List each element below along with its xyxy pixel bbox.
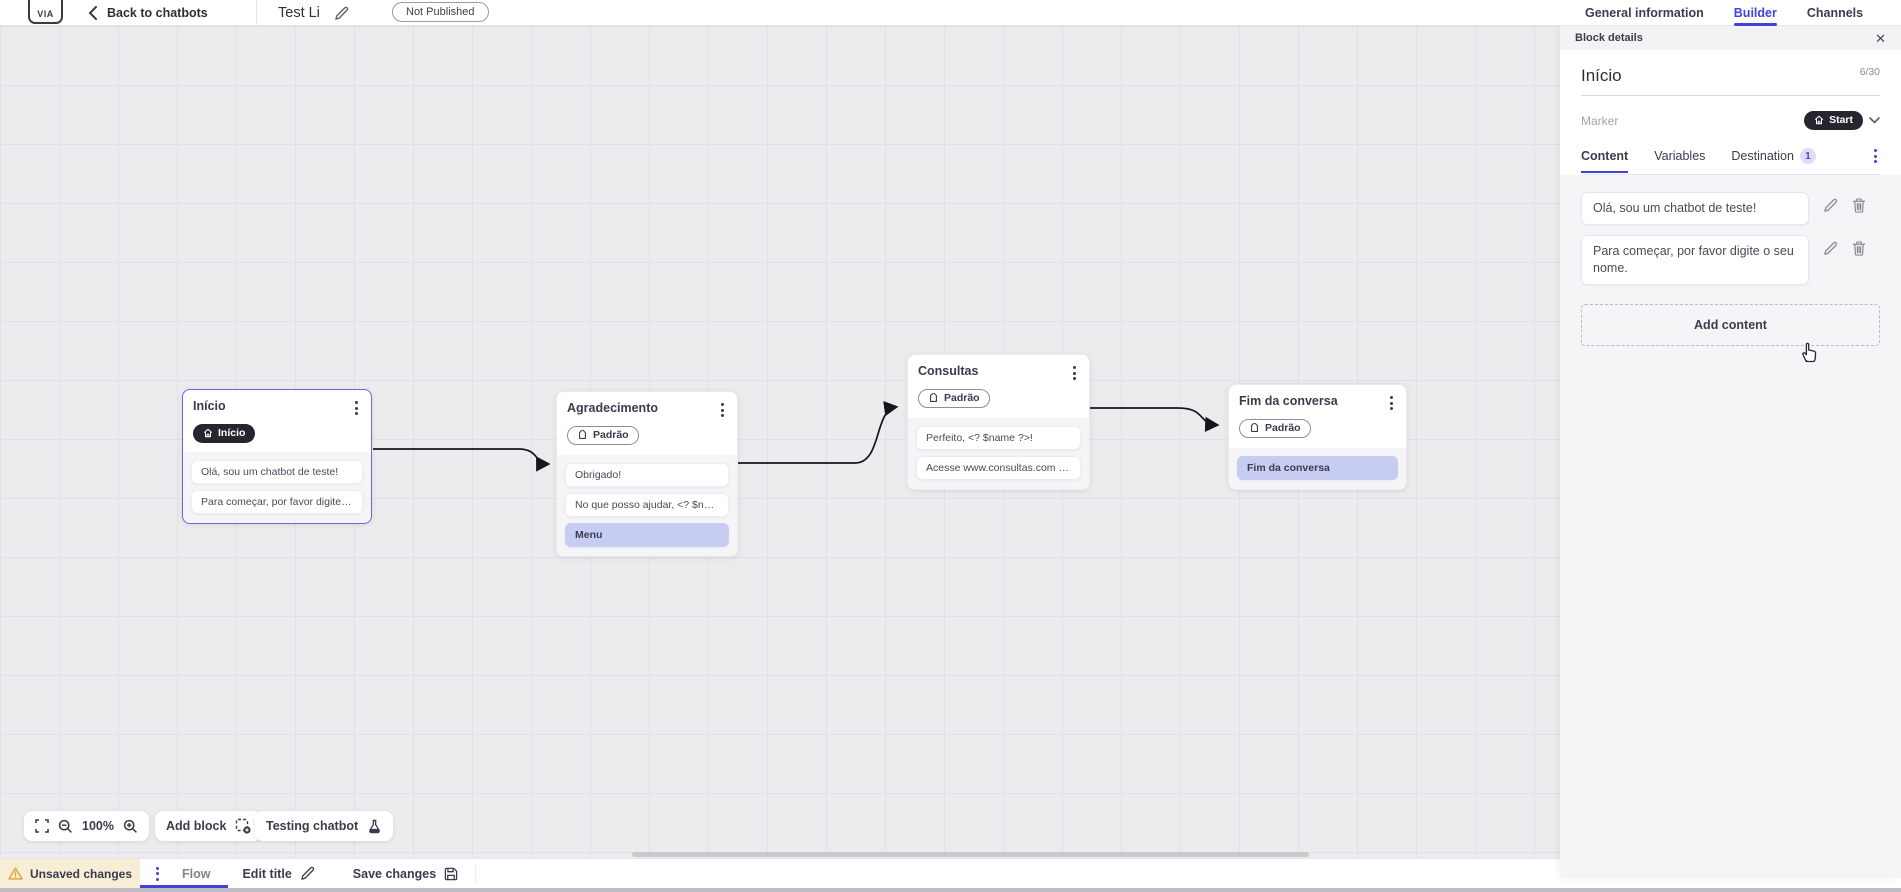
flow-node-agradecimento[interactable]: Agradecimento Padrão Obrigado! No que po…	[556, 391, 738, 557]
node-start-badge: Início	[193, 424, 256, 443]
back-to-chatbots-button[interactable]: Back to chatbots	[88, 0, 208, 26]
node-menu-icon[interactable]	[352, 399, 361, 417]
marker-select[interactable]: Start	[1804, 111, 1880, 130]
chevron-down-icon	[1869, 117, 1880, 124]
tab-channels[interactable]: Channels	[1806, 6, 1864, 20]
save-changes-button[interactable]: Save changes	[353, 867, 458, 881]
tag-icon	[577, 429, 588, 441]
flow-node-inicio[interactable]: Início Início Olá, sou um chatbot de tes…	[182, 389, 372, 524]
tag-icon	[1249, 422, 1260, 434]
app-logo[interactable]: VIA	[28, 0, 63, 24]
add-block-icon	[235, 818, 252, 834]
trash-icon[interactable]	[1852, 241, 1866, 256]
node-padrao-badge: Padrão	[567, 426, 639, 445]
block-name-value: Início	[1581, 66, 1622, 85]
chevron-left-icon	[88, 6, 97, 20]
node-message-item[interactable]: No que posso ajudar, <? $name ...	[565, 492, 729, 517]
panel-top-section: Início 6/30 Marker Start	[1560, 50, 1901, 175]
add-block-button[interactable]: Add block	[155, 811, 263, 841]
close-icon[interactable]: ✕	[1875, 30, 1886, 46]
edit-title-pencil-icon[interactable]	[334, 6, 349, 21]
panel-header-title: Block details	[1575, 32, 1643, 44]
back-label: Back to chatbots	[107, 6, 208, 20]
tab-general-information[interactable]: General information	[1585, 6, 1704, 20]
node-title: Início	[193, 399, 226, 413]
marker-row: Marker Start	[1581, 111, 1880, 130]
node-title: Agradecimento	[567, 401, 658, 415]
panel-content-area: Olá, sou um chatbot de teste! Para começ…	[1560, 175, 1901, 878]
edit-pencil-icon[interactable]	[1823, 198, 1838, 213]
marker-start-badge: Start	[1804, 111, 1863, 130]
node-padrao-badge: Padrão	[1239, 419, 1311, 438]
edit-pencil-icon[interactable]	[1823, 241, 1838, 256]
content-message-card[interactable]: Para começar, por favor digite o seu nom…	[1581, 234, 1809, 285]
zoom-out-icon[interactable]	[58, 819, 73, 834]
node-title: Consultas	[918, 364, 979, 378]
tab-destination[interactable]: Destination 1	[1731, 148, 1816, 173]
node-message-item[interactable]: Para começar, por favor digite o ...	[191, 490, 363, 514]
fit-screen-icon[interactable]	[35, 819, 49, 833]
topbar-divider	[256, 0, 257, 26]
panel-header: Block details ✕	[1560, 26, 1901, 50]
add-content-button[interactable]: Add content	[1581, 303, 1880, 346]
node-menu-icon[interactable]	[1070, 364, 1079, 382]
bottom-bar-divider	[475, 864, 476, 884]
node-action-item[interactable]: Menu	[565, 522, 729, 547]
zoom-level: 100%	[82, 819, 114, 833]
panel-tabs: Content Variables Destination 1	[1581, 147, 1880, 175]
node-title: Fim da conversa	[1239, 394, 1338, 408]
node-padrao-badge: Padrão	[918, 389, 990, 408]
destination-count-badge: 1	[1799, 148, 1816, 164]
flask-icon	[367, 819, 382, 834]
top-bar: VIA Back to chatbots Test Li Not Publish…	[0, 0, 1901, 26]
zoom-controls: 100%	[24, 811, 149, 841]
node-message-item[interactable]: Olá, sou um chatbot de teste!	[191, 460, 363, 484]
save-icon	[444, 867, 458, 881]
trash-icon[interactable]	[1852, 198, 1866, 213]
block-details-panel: Block details ✕ Início 6/30 Marker Start	[1560, 26, 1901, 878]
unsaved-label: Unsaved changes	[29, 866, 133, 881]
bot-title: Test Li	[278, 5, 320, 21]
pencil-icon	[300, 866, 315, 881]
marker-label: Marker	[1581, 113, 1619, 128]
bottom-bar-menu-icon[interactable]	[153, 865, 162, 883]
tab-variables[interactable]: Variables	[1654, 149, 1706, 163]
status-badge-label: Not Published	[406, 6, 475, 18]
panel-tabs-menu-icon[interactable]	[1871, 147, 1880, 165]
node-action-item[interactable]: Fim da conversa	[1237, 455, 1398, 480]
content-message-card[interactable]: Olá, sou um chatbot de teste!	[1581, 192, 1809, 225]
tab-builder[interactable]: Builder	[1733, 0, 1777, 26]
window-bottom-edge	[0, 888, 1901, 892]
flow-tab-indicator	[140, 885, 228, 888]
canvas-horizontal-scrollbar[interactable]	[632, 852, 1309, 857]
node-menu-icon[interactable]	[718, 401, 727, 419]
tab-content[interactable]: Content	[1581, 149, 1629, 173]
builder-nav-tabs: General information Builder Channels	[1585, 0, 1863, 26]
zoom-in-icon[interactable]	[123, 819, 138, 834]
node-message-item[interactable]: Perfeito, <? $name ?>!	[916, 425, 1081, 450]
home-icon	[1814, 115, 1824, 125]
tab-flow[interactable]: Flow	[182, 866, 211, 881]
flow-connectors	[373, 401, 1220, 472]
block-name-field[interactable]: Início 6/30	[1581, 66, 1880, 96]
content-row: Para começar, por favor digite o seu nom…	[1581, 234, 1880, 285]
edit-title-button[interactable]: Edit title	[242, 866, 314, 881]
status-badge: Not Published	[392, 2, 489, 22]
flow-canvas[interactable]: Início Início Olá, sou um chatbot de tes…	[0, 26, 1560, 858]
node-message-item[interactable]: Obrigado!	[565, 462, 729, 487]
block-name-counter: 6/30	[1859, 66, 1880, 78]
flow-node-fim-da-conversa[interactable]: Fim da conversa Padrão Fim da conversa	[1228, 384, 1407, 490]
node-message-item[interactable]: Acesse www.consultas.com par...	[916, 455, 1081, 480]
testing-chatbot-button[interactable]: Testing chatbot	[255, 811, 394, 841]
unsaved-changes-status: Unsaved changes	[0, 859, 140, 888]
flow-node-consultas[interactable]: Consultas Padrão Perfeito, <? $name ?>! …	[907, 354, 1090, 490]
content-row: Olá, sou um chatbot de teste!	[1581, 192, 1880, 225]
warning-icon	[8, 867, 23, 880]
tag-icon	[928, 392, 939, 404]
home-icon	[203, 428, 213, 438]
node-menu-icon[interactable]	[1387, 394, 1396, 412]
bot-title-group: Test Li	[278, 0, 349, 26]
logo-text: VIA	[37, 9, 54, 19]
